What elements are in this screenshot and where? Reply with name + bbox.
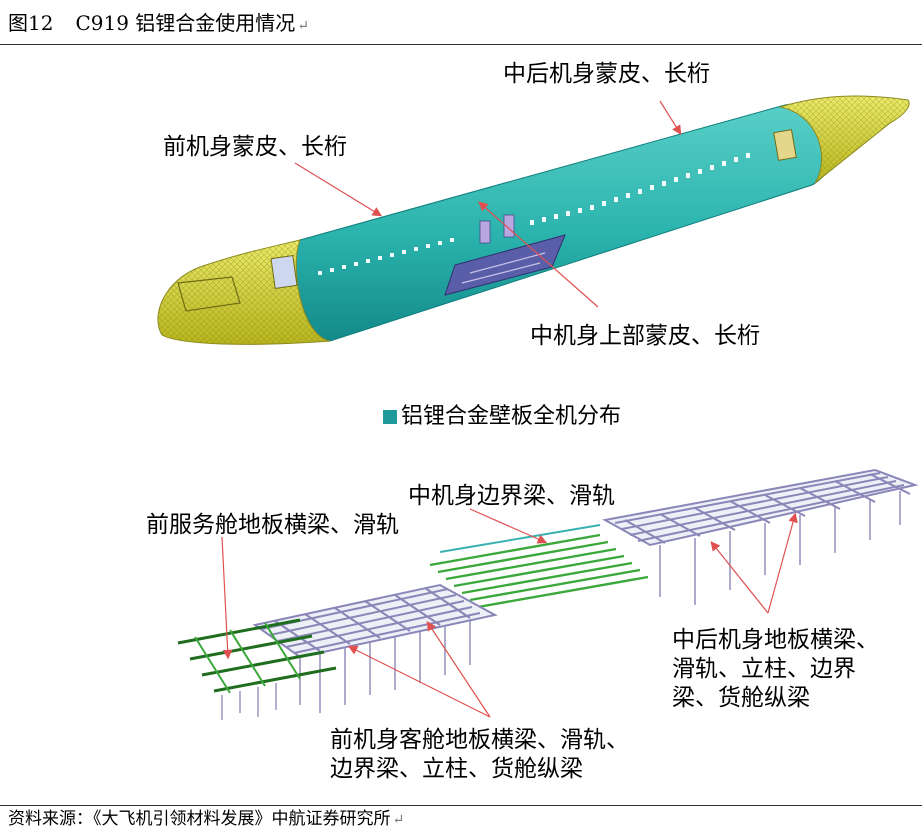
label-front-service-bay: 前服务舱地板横梁、滑轨 bbox=[146, 510, 399, 540]
legend: 铝锂合金壁板全机分布 bbox=[383, 402, 621, 432]
paragraph-mark-icon: ↵ bbox=[393, 812, 405, 828]
figure-title: C919 铝锂合金使用情况 bbox=[75, 11, 295, 35]
fuselage-body bbox=[293, 104, 833, 341]
label-mid-boundary-beam: 中机身边界梁、滑轨 bbox=[408, 481, 615, 511]
label-front-cabin-floor-2: 边界梁、立柱、货舱纵梁 bbox=[330, 754, 583, 784]
label-mid-rear-floor-2: 滑轨、立柱、边界 bbox=[672, 654, 856, 684]
label-mid-rear-floor-1: 中后机身地板横梁、 bbox=[672, 625, 879, 655]
label-mid-rear-floor-3: 梁、货舱纵梁 bbox=[672, 683, 810, 713]
source-note: 资料来源：《大飞机引领材料发展》中航证券研究所↵ bbox=[8, 806, 404, 832]
legend-text: 铝锂合金壁板全机分布 bbox=[401, 404, 621, 429]
label-front-skin: 前机身蒙皮、长桁 bbox=[163, 132, 347, 162]
label-mid-rear-skin: 中后机身蒙皮、长桁 bbox=[503, 59, 710, 89]
label-front-cabin-floor-1: 前机身客舱地板横梁、滑轨、 bbox=[330, 725, 629, 755]
figure-image: 中后机身蒙皮、长桁 前机身蒙皮、长桁 中机身上部蒙皮、长桁 铝锂合金壁板全机分布… bbox=[0, 45, 922, 805]
paragraph-mark-icon: ↵ bbox=[297, 18, 309, 34]
label-mid-upper-skin: 中机身上部蒙皮、长桁 bbox=[530, 321, 760, 351]
legend-swatch bbox=[383, 410, 397, 424]
source-text: 资料来源：《大飞机引领材料发展》中航证券研究所 bbox=[8, 809, 391, 829]
figure-caption: 图12 C919 铝锂合金使用情况↵ bbox=[8, 6, 309, 40]
figure-number: 图12 bbox=[8, 11, 53, 35]
